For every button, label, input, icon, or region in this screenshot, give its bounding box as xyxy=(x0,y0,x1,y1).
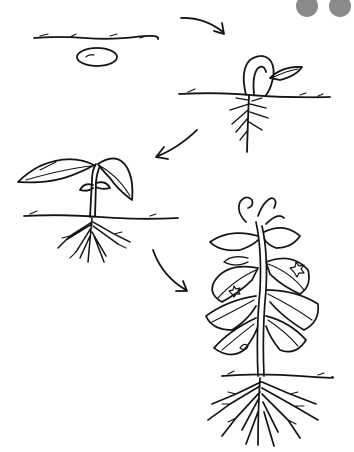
seed xyxy=(77,48,117,66)
stage-seedling xyxy=(18,158,178,262)
mature-roots xyxy=(208,378,318,446)
leaf-low-left-1 xyxy=(206,296,256,330)
leaf-upper-right xyxy=(264,228,300,248)
stage-mature xyxy=(206,197,333,446)
leaf-upper-left xyxy=(210,233,258,250)
mature-stem xyxy=(256,222,261,376)
arrow-germination-to-seedling xyxy=(156,130,197,159)
seedling-roots xyxy=(58,218,130,262)
arrow-seed-to-germination xyxy=(181,18,224,34)
soil-line-3 xyxy=(24,215,178,219)
tendril xyxy=(239,197,253,222)
leaf-low-left-2 xyxy=(214,318,258,355)
corner-mark xyxy=(296,0,351,17)
stage-germination xyxy=(179,56,330,152)
soil-line-1 xyxy=(34,36,158,39)
seed-highlight xyxy=(86,55,94,57)
soil-line-4 xyxy=(222,375,333,378)
sprout-hook xyxy=(244,56,274,95)
right-leaf xyxy=(98,158,132,200)
stage-seed xyxy=(34,34,158,66)
arrow-seedling-to-mature xyxy=(153,250,187,291)
